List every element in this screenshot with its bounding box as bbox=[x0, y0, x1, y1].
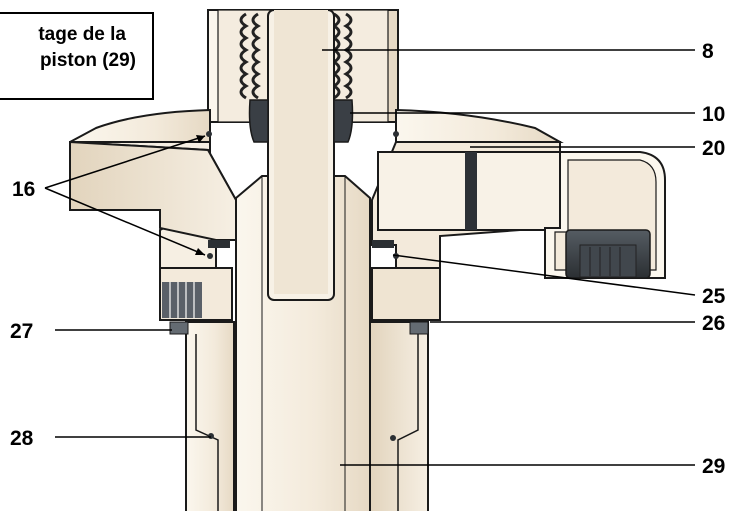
label-8: 8 bbox=[702, 40, 714, 63]
label-25: 25 bbox=[702, 285, 726, 308]
callout-line-1: tage de la bbox=[38, 24, 126, 45]
arrowheads-16 bbox=[195, 135, 205, 255]
o-rings bbox=[206, 131, 399, 441]
leader-16a bbox=[44, 135, 206, 189]
label-26: 26 bbox=[702, 312, 725, 335]
callout-line-2: piston (29) bbox=[39, 50, 136, 71]
leader-25 bbox=[392, 254, 696, 296]
label-10: 10 bbox=[702, 103, 725, 126]
leader-16b bbox=[44, 187, 206, 256]
callout-box: tage de la piston (29) bbox=[0, 12, 154, 100]
label-28: 28 bbox=[10, 427, 34, 450]
label-16: 16 bbox=[12, 178, 35, 201]
rod-seal bbox=[248, 99, 354, 143]
label-20: 20 bbox=[702, 137, 725, 160]
spring bbox=[239, 12, 353, 100]
lower-sleeve bbox=[159, 267, 441, 321]
label-27: 27 bbox=[10, 320, 33, 343]
leader-lines bbox=[44, 49, 696, 466]
piston-rod bbox=[267, 9, 335, 301]
outlet-cap bbox=[565, 229, 651, 279]
label-29: 29 bbox=[702, 455, 725, 478]
lower-tube bbox=[169, 321, 429, 511]
